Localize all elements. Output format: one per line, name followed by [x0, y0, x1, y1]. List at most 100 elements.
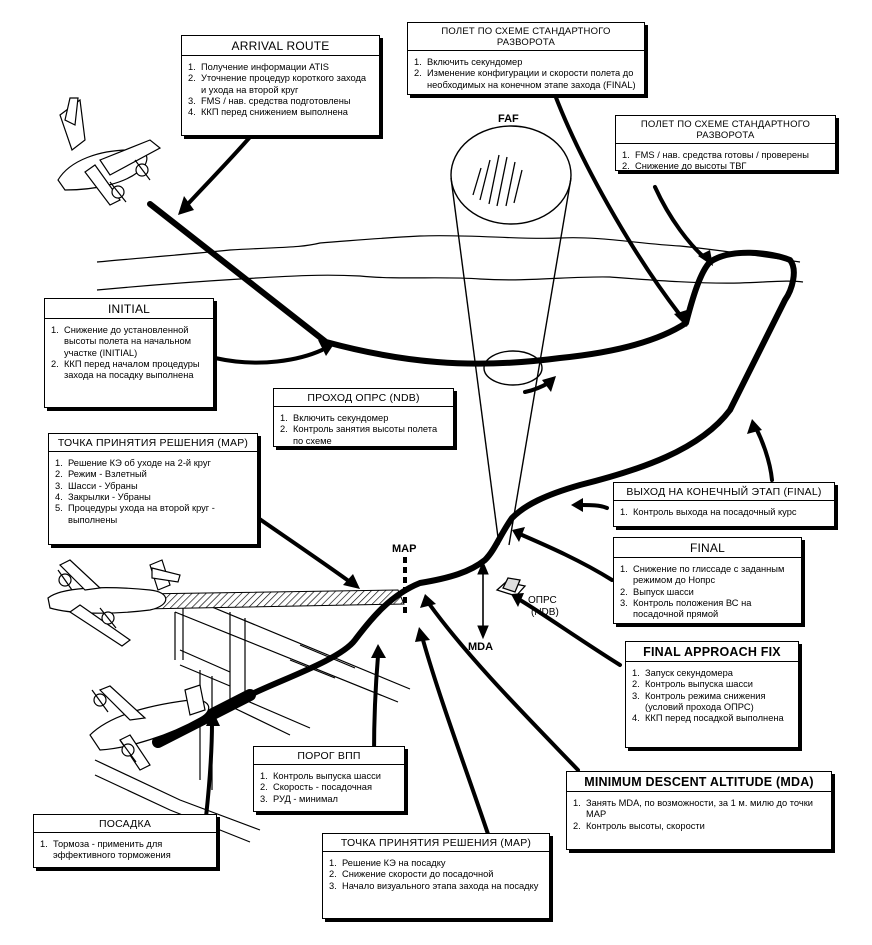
item-number: 5. [55, 503, 63, 514]
item-text: Закрылки - Убраны [68, 491, 151, 502]
item-text: Включить секундомер [427, 57, 523, 67]
item-text: Изменение конфигурации и скорости полета… [427, 68, 636, 90]
ndb-label-1: ОПРС [528, 595, 557, 606]
item-number: 3. [620, 597, 628, 608]
item-text: Контроль высоты, скорости [586, 820, 705, 831]
box-list: 1. Снижение до установленной высоты полет… [51, 325, 207, 382]
box-list-item: 1.Контроль выпуска шасси [260, 771, 398, 782]
item-text: Режим - Взлетный [68, 469, 147, 480]
box-list-item: 2.ККП перед началом процедуры захода на … [51, 359, 207, 382]
item-number: 4. [55, 491, 63, 502]
item-text: Решение КЭ на посадку [342, 858, 446, 868]
item-text: Контроль занятия высоты полета по схеме [293, 424, 438, 446]
item-text: Снижение скорости до посадочной [342, 869, 494, 880]
item-text: FMS / нав. средства готовы / проверены [635, 150, 809, 160]
box-title: ТОЧКА ПРИНЯТИЯ РЕШЕНИЯ (MAP) [323, 834, 549, 852]
item-number: 2. [55, 469, 63, 480]
item-text: Начало визуального этапа захода на посад… [342, 880, 539, 891]
item-text: Контроль выпуска шасси [273, 771, 381, 781]
faf-label: FAF [498, 113, 519, 125]
item-text: Решение КЭ об уходе на 2-й круг [68, 458, 211, 468]
item-number: 2. [329, 869, 337, 880]
item-text: ККП перед посадкой выполнена [645, 713, 784, 724]
item-number: 1. [188, 62, 196, 72]
box-list-item: 1.Занять MDA, по возможности, за 1 м. ми… [573, 798, 825, 821]
item-number: 1. [40, 839, 48, 849]
item-number: 1. [55, 458, 63, 468]
item-number: 1. [573, 798, 581, 808]
box-list-item: 4. Закрылки - Убраны [55, 492, 251, 503]
item-number: 1. [280, 413, 288, 423]
box-list-item: 2. Изменение конфигурации и скорости поле… [414, 68, 638, 91]
box-list-item: 2.Контроль занятия высоты полета по схем… [280, 424, 447, 447]
landing-box: ПОСАДКА 1.Тормоза - применить для эффект… [33, 814, 217, 868]
item-text: Контроль выпуска шасси [645, 679, 753, 690]
box-list-item: 4. ККП перед посадкой выполнена [632, 713, 792, 724]
item-number: 1. [620, 507, 628, 517]
box-list-item: 2.Выпуск шасси [620, 587, 795, 598]
box-title: ПОЛЕТ ПО СХЕМЕ СТАНДАРТНОГО РАЗВОРОТА [616, 116, 835, 144]
item-number: 1. [622, 150, 630, 160]
item-number: 1. [632, 668, 640, 678]
item-number: 3. [260, 793, 268, 804]
item-number: 3. [632, 690, 640, 701]
final-box: FINAL 1.Снижение по глиссаде с заданным … [613, 537, 802, 624]
aircraft-landing-icon [89, 684, 210, 771]
ndb-label-2: (NDB) [531, 607, 559, 618]
terrain-lines [96, 234, 804, 291]
initial-box: INITIAL 1.Снижение до установленной высо… [44, 298, 214, 408]
box-list: 1.Снижение по глиссаде с заданным режимо… [620, 564, 795, 621]
item-number: 1. [329, 858, 337, 868]
mda-box: MINIMUM DESCENT ALTITUDE (MDA) 1.Занять … [566, 771, 832, 850]
item-number: 3. [188, 95, 196, 106]
item-text: Получение информации ATIS [201, 62, 329, 72]
item-number: 3. [55, 480, 63, 491]
item-text: Снижение до высоты ТВГ [635, 161, 747, 172]
box-list-item: 2. Режим - Взлетный [55, 469, 251, 480]
box-list: 1. Решение КЭ об уходе на 2-й круг 2. Режим… [55, 458, 251, 526]
map-landing-box: ТОЧКА ПРИНЯТИЯ РЕШЕНИЯ (MAP) 1. Решение К… [322, 833, 550, 919]
box-title: ПОСАДКА [34, 815, 216, 833]
item-number: 2. [260, 782, 268, 793]
item-number: 2. [51, 358, 59, 369]
item-number: 4. [632, 713, 640, 724]
box-list-item: 1. Решение КЭ об уходе на 2-й круг [55, 458, 251, 469]
faf-cone [450, 125, 572, 546]
box-list-item: 2. Контроль выпуска шасси [632, 679, 792, 690]
callout-arrowheads [178, 196, 762, 726]
item-text: Контроль режима снижения (условий проход… [645, 690, 766, 712]
box-list-item: 3.Шасси - Убраны [55, 481, 251, 492]
box-list-item: 1.Включить секундомер [280, 413, 447, 424]
box-title: FINAL [614, 538, 801, 558]
aircraft-arrival-icon [57, 97, 162, 206]
box-list-item: 1.Снижение по глиссаде с заданным режимо… [620, 564, 795, 587]
item-number: 1. [414, 57, 422, 67]
box-list-item: 1.Тормоза - применить для эффективного т… [40, 839, 210, 862]
box-title: ТОЧКА ПРИНЯТИЯ РЕШЕНИЯ (MAP) [49, 434, 257, 452]
item-number: 1. [51, 325, 59, 335]
item-number: 2. [188, 73, 196, 84]
box-title: ПОЛЕТ ПО СХЕМЕ СТАНДАРТНОГО РАЗВОРОТА [408, 23, 644, 51]
item-text: Выпуск шасси [633, 586, 694, 597]
item-text: Контроль выхода на посадочный курс [633, 507, 797, 517]
item-text: РУД - минимал [273, 793, 338, 804]
box-list-item: 1. FMS / нав. средства готовы / проверены [622, 150, 829, 161]
box-list-item: 3.Контроль положения ВС на посадочной пр… [620, 598, 795, 621]
item-text: Процедуры ухода на второй круг - выполне… [68, 503, 215, 525]
item-number: 3. [329, 880, 337, 891]
box-list: 1. FMS / нав. средства готовы / проверены… [622, 150, 829, 173]
missed-approach-strip [139, 589, 405, 610]
item-text: FMS / нав. средства подготовлены [201, 95, 351, 106]
item-number: 2. [414, 68, 422, 79]
item-number: 2. [632, 679, 640, 690]
box-title: ARRIVAL ROUTE [182, 36, 379, 56]
box-list-item: 5. Процедуры ухода на второй круг - выпол… [55, 503, 251, 526]
item-text: Снижение до установленной высоты полета … [64, 325, 192, 358]
box-list: 1. Решение КЭ на посадку 2. Снижение скорос… [329, 858, 543, 892]
